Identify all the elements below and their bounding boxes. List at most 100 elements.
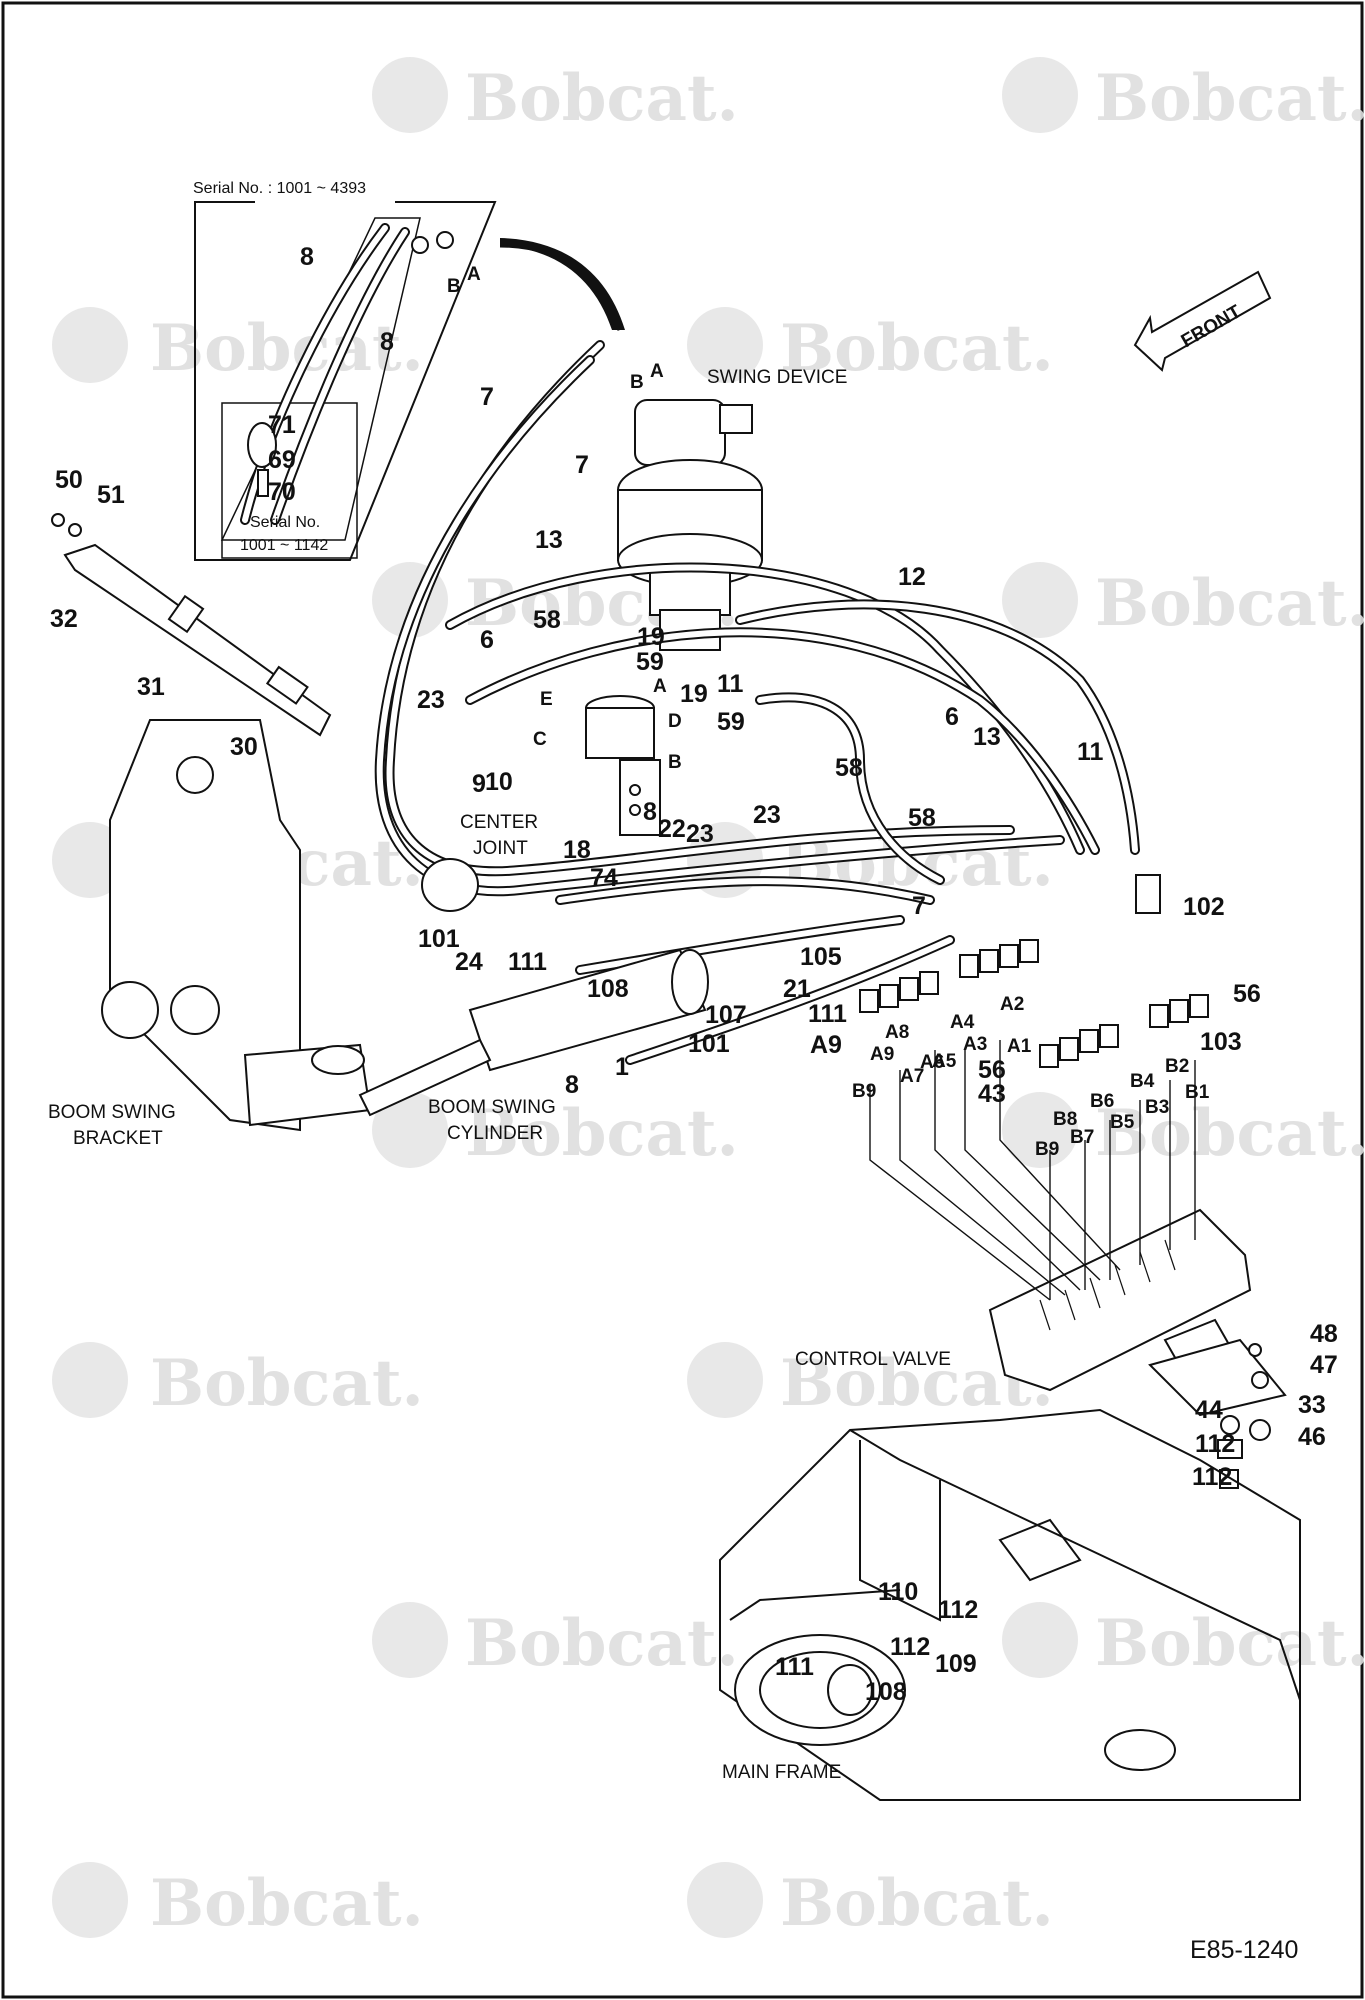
port-label: A: [650, 361, 664, 382]
hose-bundle: [374, 340, 1140, 1065]
callout-label: 103: [1200, 1028, 1242, 1056]
port-label: E: [540, 689, 553, 710]
callout-label: 107: [705, 1001, 747, 1029]
serial-inset: [194, 201, 497, 561]
callout-label: 101: [418, 925, 460, 953]
svg-text:Bobcat.: Bobcat.: [1095, 566, 1365, 641]
callout-label: 11: [1077, 738, 1104, 766]
callout-label: 108: [587, 975, 629, 1003]
swing-device-caption: SWING DEVICE: [707, 367, 847, 388]
callout-label: 8: [380, 328, 394, 356]
port-label: B5: [1110, 1112, 1135, 1133]
callout-label: 13: [973, 723, 1001, 751]
callout-label: A9: [810, 1031, 842, 1059]
svg-text:Bobcat.: Bobcat.: [1095, 1606, 1365, 1681]
callout-label: 33: [1298, 1391, 1326, 1419]
callout-label: 58: [835, 754, 863, 782]
main-frame: [719, 1408, 1301, 1801]
callout-label: 7: [480, 383, 494, 411]
callout-label: 24: [455, 948, 483, 976]
fittings-row: [859, 874, 1209, 1068]
callout-label: 74: [590, 864, 618, 892]
port-label: B: [630, 372, 644, 393]
callout-label: 22: [658, 815, 686, 843]
port-leader-lines: [869, 1040, 1196, 1301]
bobcat-watermark-logo: Bobcat.: [372, 1092, 739, 1171]
port-label: A8: [885, 1022, 909, 1043]
callout-label: 30: [230, 733, 258, 761]
port-label: B1: [1185, 1082, 1210, 1103]
serial-range-inset: 1001 ~ 1142: [240, 537, 328, 554]
callout-label: 46: [1298, 1423, 1326, 1451]
callout-label: 58: [908, 804, 936, 832]
svg-text:Bobcat.: Bobcat.: [465, 1096, 739, 1171]
center-joint-caption-2: JOINT: [473, 838, 528, 859]
bobcat-watermark-logo: Bobcat.: [372, 57, 739, 136]
callout-label: 47: [1310, 1351, 1338, 1379]
callout-label: 1: [615, 1053, 629, 1081]
callout-label: 111: [508, 948, 547, 976]
bobcat-watermark-logo: Bobcat.: [52, 307, 424, 386]
port-label: A4: [950, 1012, 975, 1033]
bracket-caption-2: BRACKET: [73, 1128, 163, 1149]
callout-label: 108: [865, 1678, 907, 1706]
svg-text:Bobcat.: Bobcat.: [780, 311, 1054, 386]
port-letter-labels: A B A B E C A D B A2 A1 A4 A3 A8 A6 A5 A…: [447, 264, 1210, 1160]
callout-label: 43: [978, 1080, 1006, 1108]
callout-label: 12: [898, 563, 926, 591]
callout-label: 23: [417, 686, 445, 714]
callout-label: 58: [533, 606, 561, 634]
callout-label: 8: [643, 798, 657, 826]
port-label: A9: [870, 1044, 894, 1065]
callout-label: 59: [636, 648, 664, 676]
port-label: A: [653, 676, 667, 697]
port-label: B6: [1090, 1091, 1114, 1112]
center-joint-caption-1: CENTER: [460, 812, 538, 833]
fitting-18: [1135, 874, 1161, 914]
callout-label: 10: [485, 768, 513, 796]
drawing-code: E85-1240: [1190, 1936, 1298, 1964]
callout-label: 102: [1183, 893, 1225, 921]
svg-text:Bobcat.: Bobcat.: [1095, 1096, 1365, 1171]
callout-label: 56: [978, 1056, 1006, 1084]
svg-text:Bobcat.: Bobcat.: [465, 61, 739, 136]
inset-pointer-fill: [500, 238, 625, 330]
callout-label: 23: [753, 801, 781, 829]
bobcat-watermark-logo: Bobcat.: [52, 1342, 424, 1421]
svg-text:Bobcat.: Bobcat.: [150, 1346, 424, 1421]
port-label: B8: [1053, 1109, 1077, 1130]
callout-label: 70: [268, 478, 296, 506]
svg-text:Bobcat.: Bobcat.: [150, 1866, 424, 1941]
bobcat-watermark-logo: Bobcat.: [1002, 1602, 1365, 1681]
callout-label: 109: [935, 1650, 977, 1678]
boom-swing-cylinder: [358, 948, 709, 1117]
center-joint: [585, 695, 661, 836]
callout-label: 6: [945, 703, 959, 731]
callout-label: 32: [50, 605, 78, 633]
port-label: C: [533, 729, 547, 750]
pin-assembly: [51, 513, 332, 737]
bobcat-watermark-logo: Bobcat.: [1002, 562, 1365, 641]
callout-label: 112: [938, 1596, 978, 1624]
valve-mount-bracket: [1148, 1338, 1287, 1489]
callout-label: 59: [717, 708, 745, 736]
port-label: A7: [900, 1066, 924, 1087]
callout-label: 44: [1195, 1396, 1223, 1424]
callout-label: 71: [268, 411, 296, 439]
part-number-labels: 8 8 71 69 70 7 7 50 51 32 31 30 13 12 58…: [50, 243, 1338, 1706]
callout-label: 105: [800, 943, 842, 971]
callout-label: 111: [775, 1653, 814, 1681]
callout-label: 111: [808, 1000, 847, 1028]
port-label: B4: [1130, 1071, 1155, 1092]
callout-label: 7: [575, 451, 589, 479]
port-label: B9: [852, 1081, 876, 1102]
callout-label: 23: [686, 820, 714, 848]
callout-label: 9: [472, 770, 486, 798]
callout-label: 69: [268, 446, 296, 474]
bobcat-watermark-logo: Bobcat.: [372, 1602, 739, 1681]
port-label: A3: [963, 1034, 987, 1055]
callout-label: 19: [637, 623, 665, 651]
